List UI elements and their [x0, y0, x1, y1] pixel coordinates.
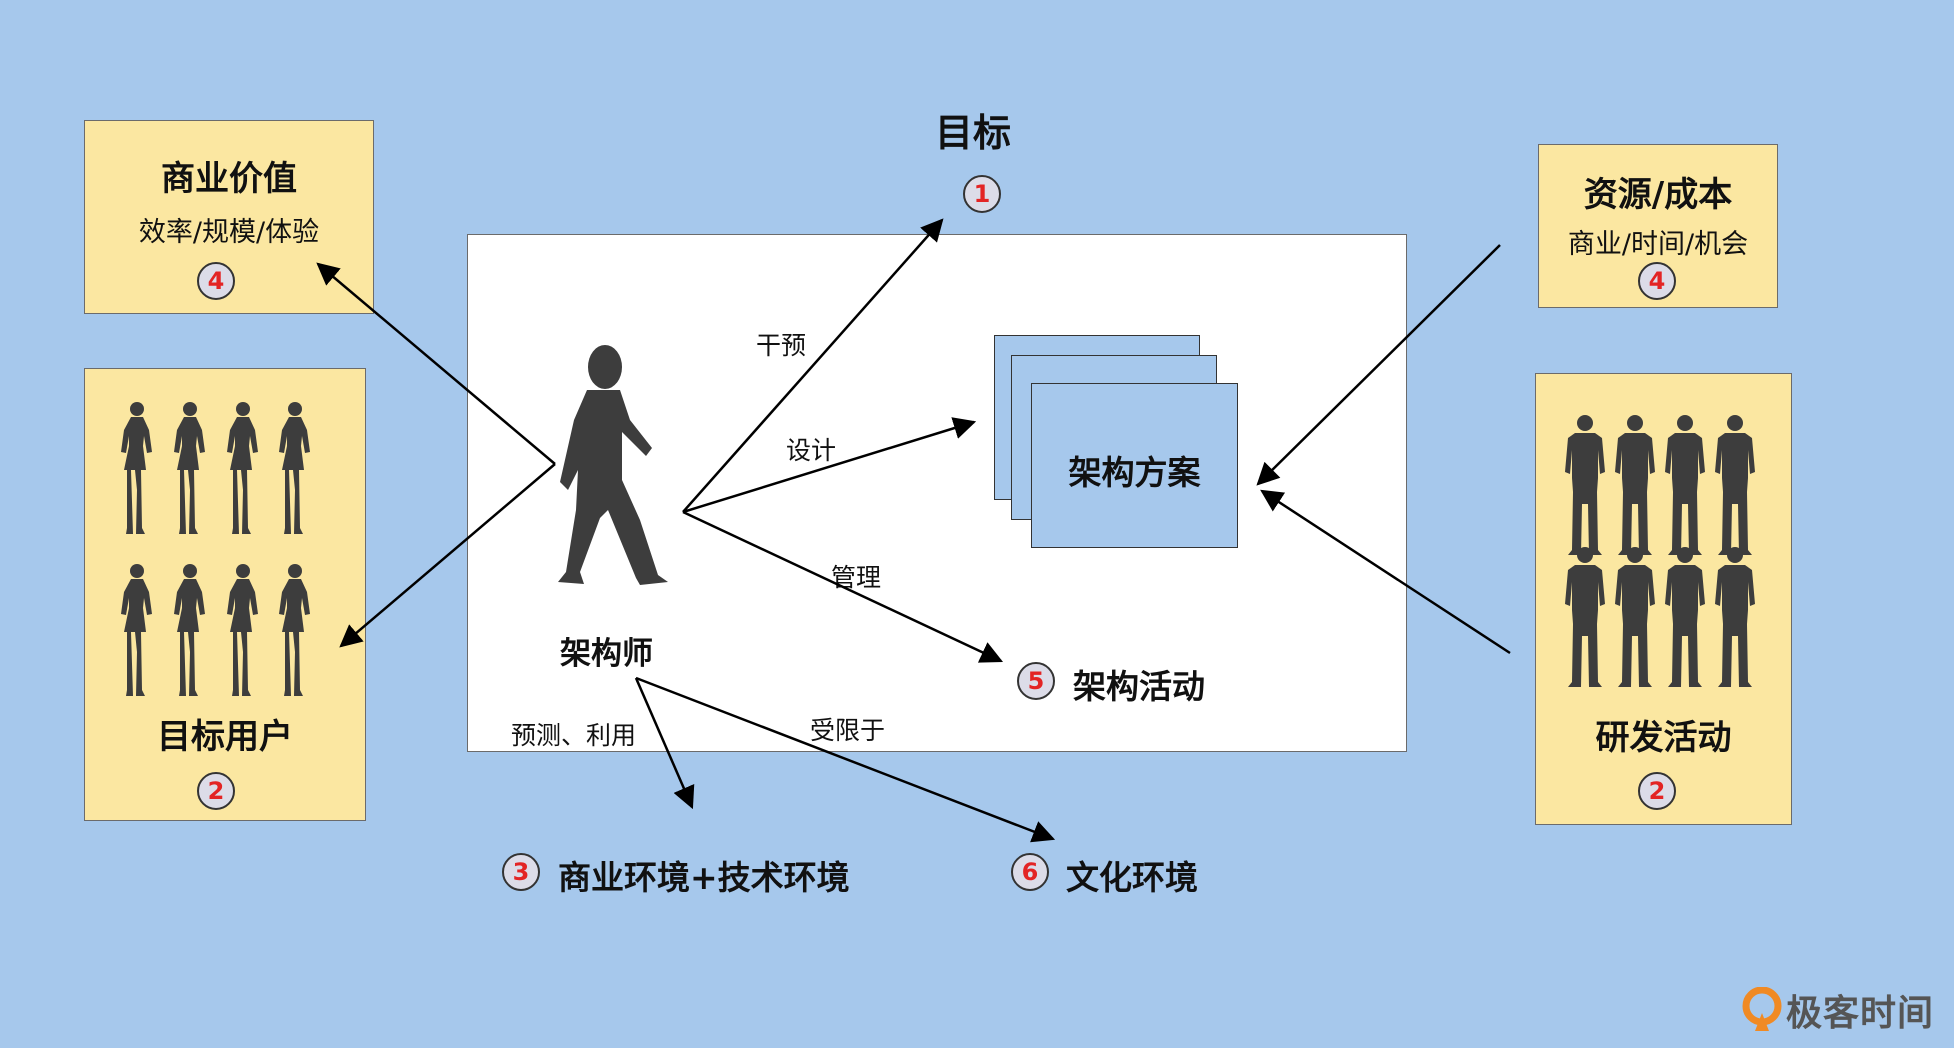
dev-activities-badge: 2: [1638, 772, 1676, 810]
target-users-silhouettes: [121, 402, 310, 696]
environment-culture-badge: 6: [1011, 853, 1049, 891]
solution-label: 架构方案: [1068, 453, 1201, 492]
arrow-intervene-goal: [682, 218, 944, 513]
activities-badge: 5: [1017, 662, 1055, 700]
arrow-to-business-value: [316, 262, 556, 465]
resources-subtitle: 商业/时间/机会: [1567, 229, 1749, 260]
solution-sheet-front: 架构方案: [1031, 383, 1238, 548]
arrow-resources-solution: [1256, 244, 1501, 486]
edge-label-design: 设计: [786, 436, 837, 465]
goal-badge: 1: [963, 175, 1001, 213]
brand-logo: 极客时间: [1742, 984, 1934, 1036]
environment-business-badge: 3: [502, 853, 540, 891]
brand-name: 极客时间: [1786, 993, 1935, 1034]
edge-label-manage: 管理: [831, 563, 882, 592]
edge-label-intervene: 干预: [756, 331, 807, 360]
resources-box: 资源/成本 商业/时间/机会: [1538, 144, 1778, 308]
architect-silhouette: [558, 345, 668, 585]
goal-title: 目标: [935, 111, 1012, 155]
arrow-to-target-users: [339, 463, 556, 648]
resources-badge: 4: [1638, 262, 1676, 300]
business-value-subtitle: 效率/规模/体验: [138, 217, 320, 248]
environment-culture-label: 文化环境: [1066, 858, 1198, 897]
business-value-title: 商业价值: [161, 159, 297, 199]
target-users-title: 目标用户: [157, 717, 293, 757]
resources-title: 资源/成本: [1583, 175, 1733, 215]
arrow-predict-environment: [634, 677, 695, 810]
arrow-limited-culture: [635, 676, 1056, 843]
brand-logo-icon: [1742, 987, 1782, 1031]
arrow-manage-activities: [682, 510, 1004, 663]
activities-label: 架构活动: [1073, 667, 1205, 706]
business-value-badge: 4: [197, 262, 235, 300]
arrow-design-solution: [682, 417, 977, 514]
arrow-dev-solution: [1260, 489, 1511, 655]
target-users-badge: 2: [197, 772, 235, 810]
environment-business-label: 商业环境+技术环境: [558, 858, 850, 897]
edge-label-predict-use: 预测、利用: [511, 721, 637, 750]
dev-activities-title: 研发活动: [1595, 718, 1732, 758]
dev-activities-silhouettes: [1565, 415, 1755, 687]
edge-label-limited-by: 受限于: [810, 716, 886, 745]
architect-label: 架构师: [560, 636, 653, 672]
